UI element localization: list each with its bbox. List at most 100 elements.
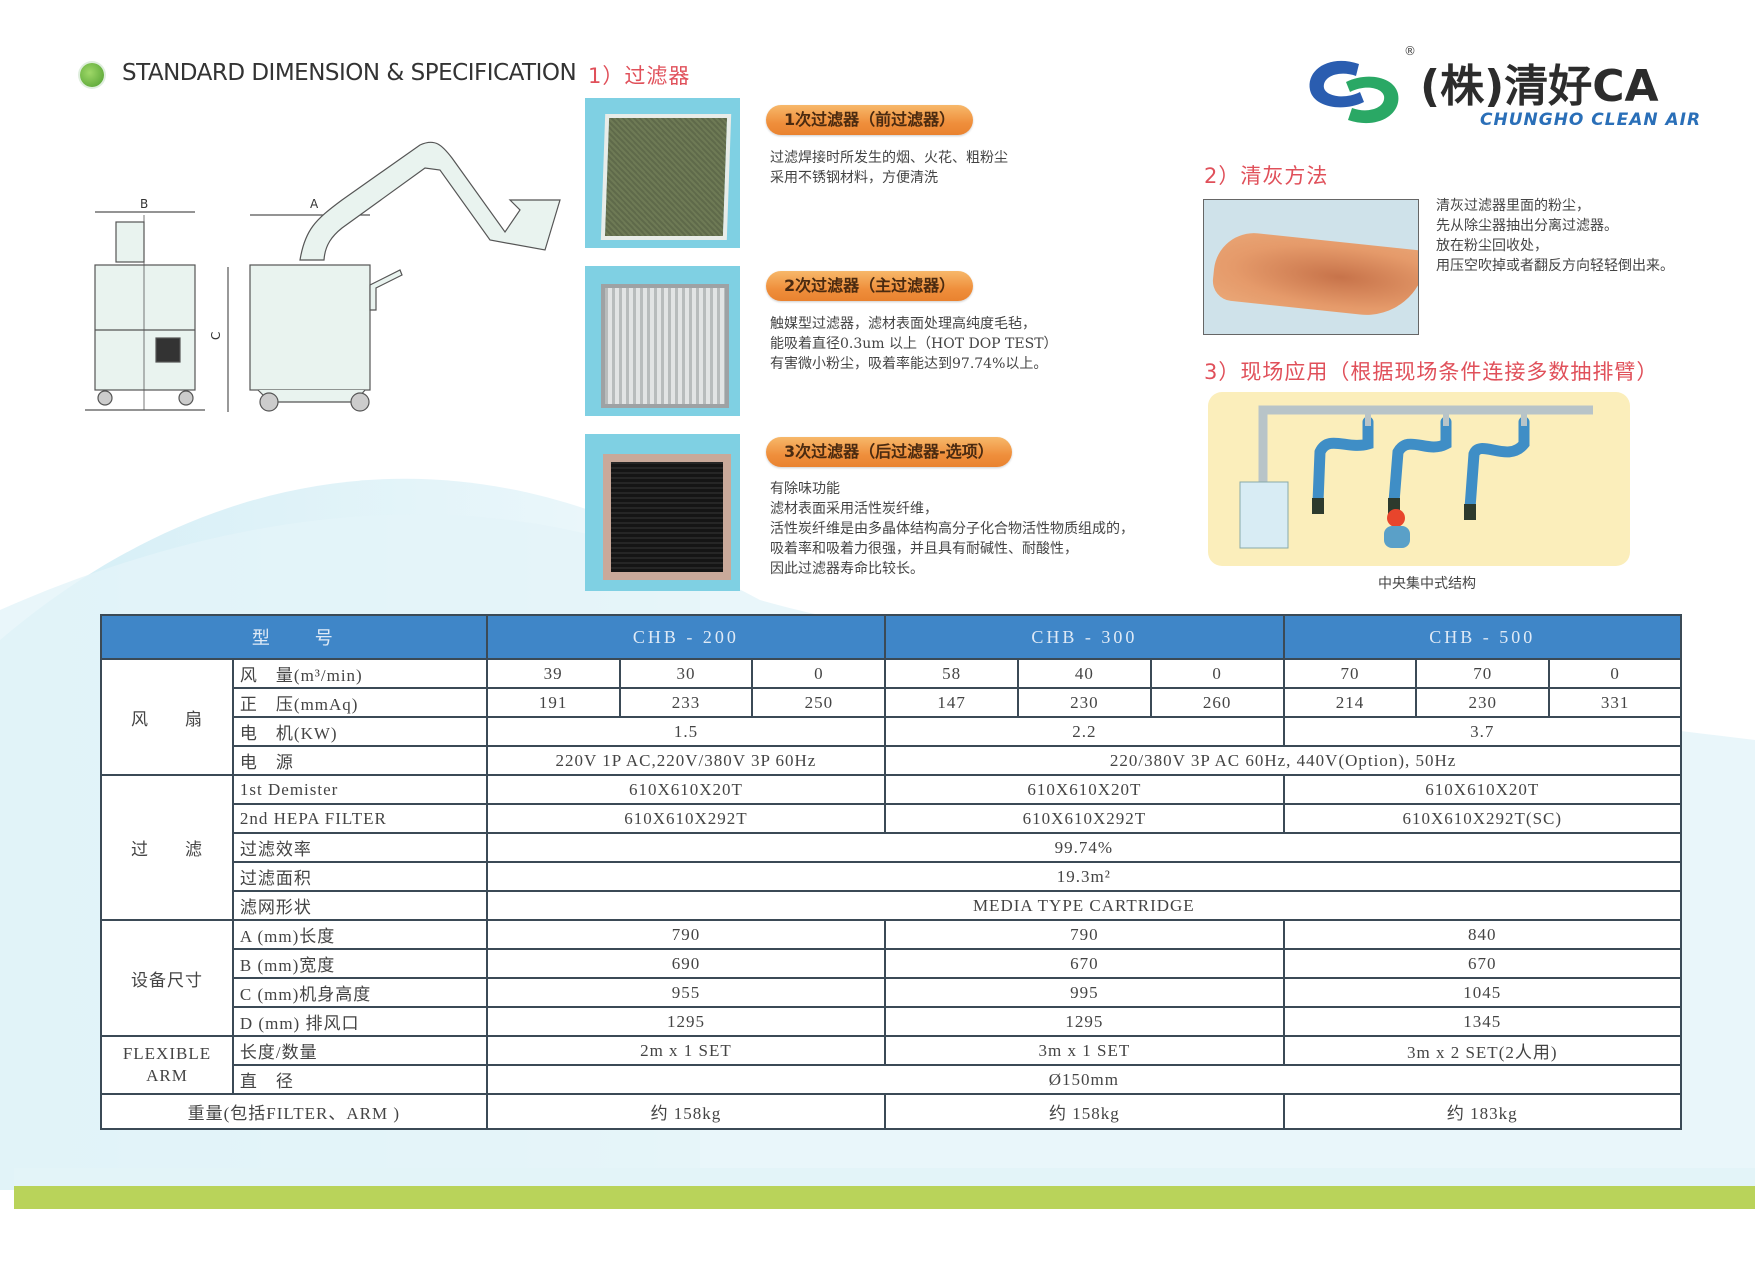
table-row: 过 滤 1st Demister 610X610X20T 610X610X20T…: [100, 774, 1683, 921]
desc-line: 活性炭纤维是由多晶体结构高分子化合物活性物质组成的，: [770, 521, 1134, 537]
row-label: 直 径: [231, 1064, 488, 1095]
cell: 230: [1017, 687, 1152, 718]
cell: 214: [1282, 687, 1418, 718]
cell: 955: [485, 977, 887, 1008]
table-row: 滤网形状 MEDIA TYPE CARTRIDGE: [101, 890, 1683, 921]
header-bullet-icon: [80, 63, 104, 87]
row-label: B (mm)宽度: [231, 948, 488, 979]
model-chb-200: CHB - 200: [485, 614, 887, 660]
cell: 790: [485, 919, 887, 950]
group-size: 设备尺寸: [100, 919, 234, 1037]
cell: 19.3m²: [485, 861, 1683, 892]
cell: 58: [884, 658, 1020, 689]
application-diagram: [1208, 392, 1630, 566]
cell: 250: [751, 687, 887, 718]
desc-line: 吸着率和吸着力很强，并且具有耐碱性、耐酸性，: [770, 541, 1078, 557]
cell: MEDIA TYPE CARTRIDGE: [485, 890, 1683, 921]
table-header-row: 型 号 CHB - 200 CHB - 300 CHB - 500: [100, 614, 1683, 660]
row-label: 重量(包括FILTER、ARM ): [100, 1093, 488, 1130]
cell: 610X610X292T(SC): [1282, 803, 1683, 834]
row-label: 电 源: [231, 745, 488, 776]
cell: 1295: [884, 1006, 1285, 1037]
group-filter: 过 滤: [100, 774, 234, 921]
cell: 39: [485, 658, 621, 689]
table-row: 直 径 Ø150mm: [101, 1064, 1683, 1095]
filter-2-label: 2次过滤器（主过滤器）: [766, 271, 974, 301]
cell: 995: [884, 977, 1285, 1008]
cell: 1295: [485, 1006, 887, 1037]
page-title: STANDARD DIMENSION & SPECIFICATION: [122, 60, 577, 86]
cell: 670: [884, 948, 1285, 979]
row-label: 2nd HEPA FILTER: [231, 803, 488, 834]
logo-name: (株)清好CA: [1420, 61, 1659, 112]
filter-1-photo: [585, 98, 740, 248]
desc-line: 滤材表面采用活性炭纤维，: [770, 501, 938, 517]
row-label: 过滤效率: [231, 832, 488, 863]
section-filters-title: 1）过滤器: [588, 64, 691, 88]
desc-line: 先从除尘器抽出分离过滤器。: [1436, 218, 1618, 234]
group-fan: 风 扇: [100, 658, 234, 776]
cell: 0: [751, 658, 887, 689]
row-label: C (mm)机身高度: [231, 977, 488, 1008]
row-label: 电 机(KW): [231, 716, 488, 747]
application-caption: 中央集中式结构: [1378, 576, 1476, 592]
desc-line: 采用不锈钢材料，方便清洗: [770, 170, 938, 186]
cell: 约 183kg: [1282, 1093, 1683, 1130]
table-row: 重量(包括FILTER、ARM ) 约 158kg 约 158kg 约 183k…: [100, 1093, 1683, 1130]
cell: 260: [1149, 687, 1285, 718]
filter-1-label: 1次过滤器（前过滤器）: [766, 105, 974, 135]
cell: 331: [1548, 687, 1682, 718]
table-row: C (mm)机身高度 955 995 1045: [101, 977, 1683, 1008]
desc-line: 清灰过滤器里面的粉尘，: [1436, 198, 1590, 214]
row-label: 正 压(mmAq): [231, 687, 488, 718]
logo-subtitle: CHUNGHO CLEAN AIR: [1480, 110, 1702, 130]
cell: 2.2: [884, 716, 1285, 747]
row-label: 1st Demister: [231, 774, 488, 805]
cell: 2m x 1 SET: [485, 1035, 887, 1066]
row-label: A (mm)长度: [231, 919, 488, 950]
model-header: 型 号: [100, 614, 488, 660]
cell: 670: [1282, 948, 1683, 979]
cell: 610X610X20T: [485, 774, 887, 805]
row-label: D (mm) 排风口: [231, 1006, 488, 1037]
desc-line: 能吸着直径0.3um 以上（HOT DOP TEST）: [770, 336, 1058, 352]
table-row: 电 源 220V 1P AC,220V/380V 3P 60Hz 220/380…: [101, 745, 1682, 776]
table-row: FLEXIBLE ARM 长度/数量 2m x 1 SET 3m x 1 SET…: [100, 1035, 1683, 1095]
desc-line: 因此过滤器寿命比较长。: [770, 561, 924, 577]
dim-label-b: B: [140, 197, 148, 211]
cell: 1.5: [485, 716, 887, 747]
dim-label-c: C: [209, 332, 223, 340]
cell: 790: [884, 919, 1285, 950]
desc-line: 用压空吹掉或者翻反方向轻轻倒出来。: [1436, 258, 1674, 274]
cell: 220/380V 3P AC 60Hz, 440V(Option), 50Hz: [884, 745, 1682, 776]
cell: 840: [1282, 919, 1683, 950]
table-row: 正 压(mmAq) 191 233 250 147 230 260 214 23…: [101, 687, 1682, 718]
model-chb-300: CHB - 300: [884, 614, 1285, 660]
company-logo: ® (株)清好CA CHUNGHO CLEAN AIR: [1304, 44, 1700, 136]
desc-line: 放在粉尘回收处，: [1436, 238, 1548, 254]
row-label: 滤网形状: [231, 890, 488, 921]
cell: 610X610X20T: [884, 774, 1285, 805]
cell: 1345: [1282, 1006, 1683, 1037]
cell: 230: [1415, 687, 1551, 718]
hand-photo: [1203, 199, 1419, 335]
cell: 3m x 1 SET: [884, 1035, 1285, 1066]
row-label: 过滤面积: [231, 861, 488, 892]
cell: 0: [1548, 658, 1682, 689]
table-row: 电 机(KW) 1.5 2.2 3.7: [101, 716, 1683, 747]
desc-line: 过滤焊接时所发生的烟、火花、粗粉尘: [770, 150, 1008, 166]
cell: 30: [618, 658, 754, 689]
logo-mark-icon: [1309, 60, 1399, 124]
filter-2-photo: [585, 266, 740, 416]
spec-table: 型 号 CHB - 200 CHB - 300 CHB - 500 风 扇 风 …: [100, 614, 1683, 1130]
dimension-drawing: B A C: [85, 141, 561, 412]
cell: 3.7: [1282, 716, 1683, 747]
cell: 1045: [1282, 977, 1683, 1008]
table-row: 过滤效率 99.74%: [101, 832, 1683, 863]
cell: 约 158kg: [485, 1093, 887, 1130]
cleaning-description: 清灰过滤器里面的粉尘， 先从除尘器抽出分离过滤器。 放在粉尘回收处， 用压空吹掉…: [1436, 196, 1674, 276]
table-row: 设备尺寸 A (mm)长度 790 790 840: [100, 919, 1683, 1037]
table-row: B (mm)宽度 690 670 670: [101, 948, 1683, 979]
cell: 0: [1149, 658, 1285, 689]
cell: 220V 1P AC,220V/380V 3P 60Hz: [485, 745, 887, 776]
